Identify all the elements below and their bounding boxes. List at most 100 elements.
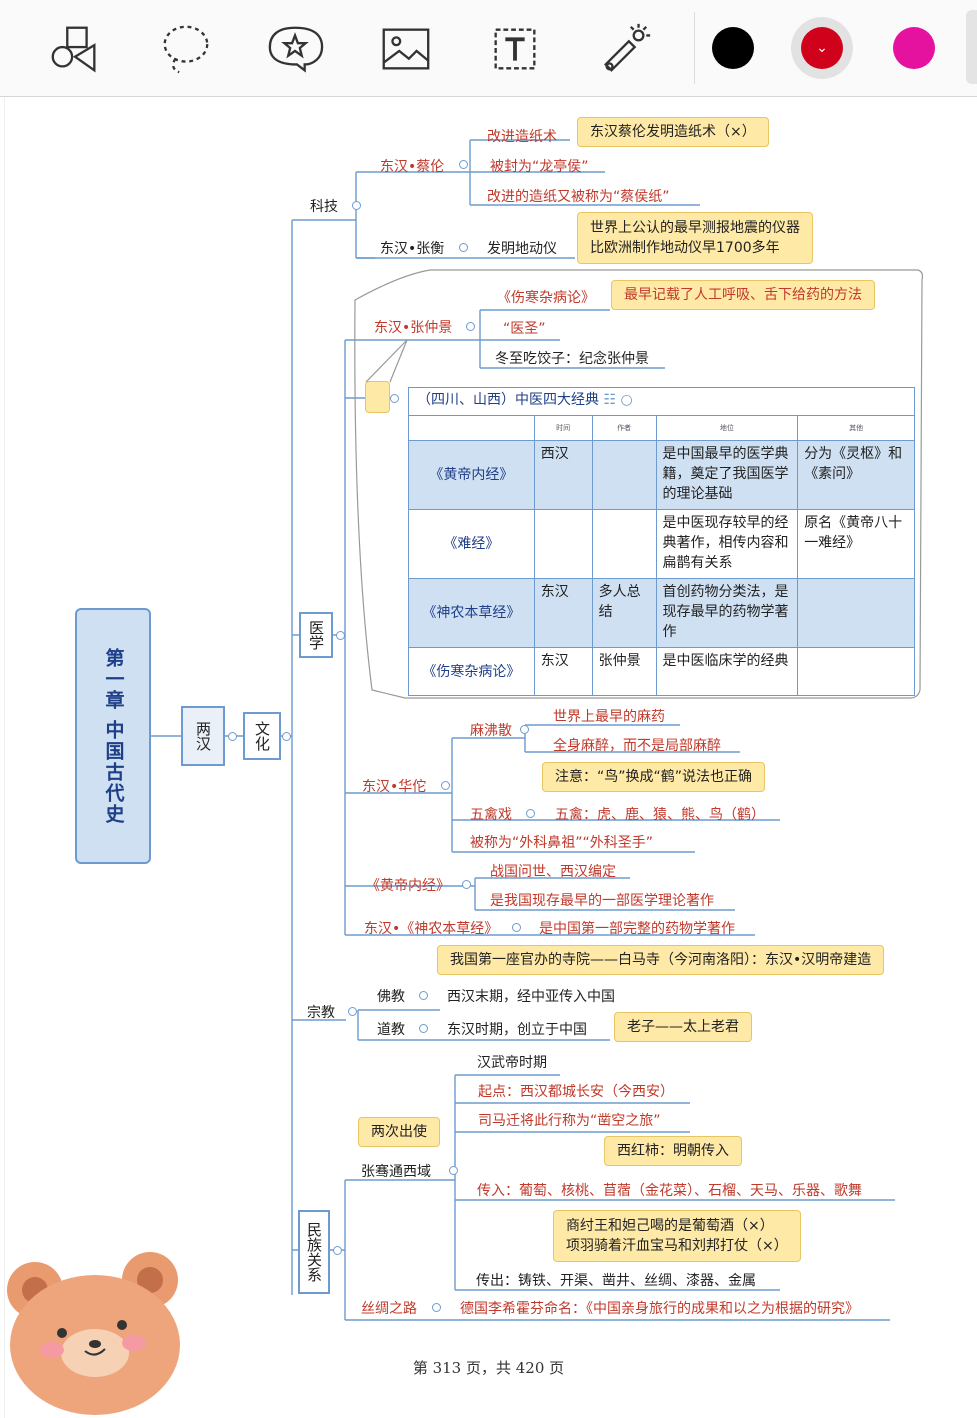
th-time: 时间 bbox=[533, 415, 593, 441]
color-black-swatch[interactable] bbox=[712, 27, 754, 69]
collapse-icon[interactable] bbox=[449, 1166, 458, 1175]
table-row: 《神农本草经》东汉多人总结首创药物分类法，是现存最早的药物学著作 bbox=[408, 578, 915, 648]
chevron-down-icon[interactable]: ⌄ bbox=[801, 27, 843, 69]
table-row: 《黄帝内经》西汉是中国最早的医学典籍，奠定了我国医学的理论基础分为《灵枢》和《素… bbox=[408, 440, 915, 510]
table-header-row: 时间 作者 地位 其他 bbox=[408, 415, 915, 441]
huangdi-node[interactable]: 《黄帝内经》 bbox=[366, 878, 450, 894]
snbc-item: 是中国第一部完整的药物学著作 bbox=[539, 921, 735, 937]
th-status: 地位 bbox=[655, 415, 799, 441]
cell: 是中医临床学的经典 bbox=[655, 647, 799, 696]
collapse-icon[interactable] bbox=[336, 631, 345, 640]
collapse-icon[interactable] bbox=[520, 725, 529, 734]
buddhism-node[interactable]: 佛教 bbox=[377, 989, 405, 1005]
zzj-item-1: 《伤寒杂病论》 bbox=[497, 290, 595, 306]
wine-note: 商纣王和妲己喝的是葡萄酒（×） 项羽骑着汗血宝马和刘邦打仗（×） bbox=[553, 1210, 801, 1262]
cell: 《神农本草经》 bbox=[408, 578, 535, 648]
cell: 首创药物分类法，是现存最早的药物学著作 bbox=[655, 578, 799, 648]
huatuo-node[interactable]: 东汉•华佗 bbox=[362, 779, 427, 795]
zhangzhongjing-node[interactable]: 东汉•张仲景 bbox=[374, 320, 453, 336]
ethnic-node[interactable]: 民族关系 bbox=[298, 1210, 330, 1294]
cell: 多人总结 bbox=[591, 578, 657, 648]
medicine-node[interactable]: 医学 bbox=[299, 612, 333, 658]
color-magenta-swatch[interactable] bbox=[893, 27, 935, 69]
collapse-icon[interactable] bbox=[419, 1024, 428, 1033]
crane-note: 注意：“鸟”换成“鹤”说法也正确 bbox=[542, 762, 766, 792]
teddy-bear-sticker-icon bbox=[7, 1252, 180, 1415]
culture-text: 文化 bbox=[253, 721, 271, 751]
cell: 《伤寒杂病论》 bbox=[408, 647, 535, 696]
zzj-note: 最早记载了人工呼吸、舌下给药的方法 bbox=[611, 280, 875, 310]
religion-label[interactable]: 宗教 bbox=[307, 1005, 335, 1021]
zhangheng-node[interactable]: 东汉•张衡 bbox=[380, 241, 445, 257]
th-author: 作者 bbox=[591, 415, 657, 441]
cailun-node[interactable]: 东汉•蔡伦 bbox=[380, 159, 445, 175]
cailun-item-1: 改进造纸术 bbox=[487, 129, 557, 145]
lasso-icon[interactable] bbox=[154, 18, 216, 80]
cell: 张仲景 bbox=[591, 647, 657, 696]
zzj-item-2: “医圣” bbox=[503, 321, 546, 337]
table-icon[interactable]: ☷ bbox=[603, 392, 617, 408]
callout-tag bbox=[365, 381, 390, 413]
zq-item-3: 传入：葡萄、核桃、苜蓿（金花菜）、石榴、天马、乐器、歌舞 bbox=[477, 1183, 862, 1199]
wine-note-1: 商纣王和妲己喝的是葡萄酒（×） bbox=[566, 1218, 774, 1234]
collapse-icon[interactable] bbox=[348, 1007, 357, 1016]
silkroad-node[interactable]: 丝绸之路 bbox=[361, 1301, 417, 1317]
sticker-icon[interactable] bbox=[264, 18, 326, 80]
buddhism-item: 西汉末期，经中亚传入中国 bbox=[447, 989, 615, 1005]
culture-node[interactable]: 文化 bbox=[243, 712, 281, 760]
shapes-icon[interactable] bbox=[44, 18, 106, 80]
collapse-icon[interactable] bbox=[526, 809, 535, 818]
collapse-icon[interactable] bbox=[419, 991, 428, 1000]
collapse-icon[interactable] bbox=[390, 394, 399, 403]
table-title: （四川、山西）中医四大经典 ☷ ○ bbox=[408, 387, 915, 415]
baimasi-note: 我国第一座官办的寺院——白马寺（今河南洛阳）：东汉•汉明帝建造 bbox=[437, 945, 885, 975]
wine-note-2: 项羽骑着汗血宝马和刘邦打仗（×） bbox=[566, 1238, 788, 1254]
textbox-icon[interactable] bbox=[484, 18, 546, 80]
zq-item-1: 起点：西汉都城长安（今西安） bbox=[478, 1084, 674, 1100]
wuqinxi-node[interactable]: 五禽戏 bbox=[470, 807, 512, 823]
sci-label[interactable]: 科技 bbox=[310, 199, 338, 215]
collapse-icon[interactable]: ○ bbox=[620, 392, 633, 408]
zhangheng-item: 发明地动仪 bbox=[487, 241, 557, 257]
document-page bbox=[4, 98, 977, 1418]
zq-item-2: 司马迁将此行称为“凿空之旅” bbox=[478, 1113, 661, 1129]
collapse-icon[interactable] bbox=[512, 923, 521, 932]
chapter-title: 第一章 中国古代史 bbox=[75, 608, 151, 864]
mafeisan-node[interactable]: 麻沸散 bbox=[470, 723, 512, 739]
cell: 分为《灵枢》和《素问》 bbox=[797, 440, 915, 510]
era-text: 两汉 bbox=[194, 721, 212, 751]
cell bbox=[797, 647, 915, 696]
collapse-icon[interactable] bbox=[466, 322, 475, 331]
classics-table: 时间 作者 地位 其他 《黄帝内经》西汉是中国最早的医学典籍，奠定了我国医学的理… bbox=[408, 415, 915, 696]
collapse-icon[interactable] bbox=[333, 1246, 342, 1255]
zq-item-0: 汉武帝时期 bbox=[477, 1055, 547, 1071]
silkroad-item: 德国李希霍芬命名：《中国亲身旅行的成果和以之为根据的研究》 bbox=[460, 1301, 859, 1317]
laozi-note: 老子——太上老君 bbox=[614, 1012, 752, 1042]
zhangqian-node[interactable]: 张骞通西域 bbox=[361, 1164, 431, 1180]
table-row: 《伤寒杂病论》东汉张仲景是中医临床学的经典 bbox=[408, 647, 915, 696]
collapse-icon[interactable] bbox=[228, 732, 237, 741]
taoism-node[interactable]: 道教 bbox=[377, 1022, 405, 1038]
cell: 原名《黄帝八十一难经》 bbox=[797, 509, 915, 579]
laser-pointer-icon[interactable] bbox=[594, 18, 656, 80]
image-icon[interactable] bbox=[374, 18, 436, 80]
collapse-icon[interactable] bbox=[282, 732, 291, 741]
table-title-text: （四川、山西）中医四大经典 bbox=[417, 392, 599, 408]
mfs-item-1: 世界上最早的麻药 bbox=[553, 709, 665, 725]
medicine-text: 医学 bbox=[307, 620, 325, 650]
collapse-icon[interactable] bbox=[462, 880, 471, 889]
cell bbox=[797, 578, 915, 648]
collapse-icon[interactable] bbox=[432, 1303, 441, 1312]
cell: 《难经》 bbox=[408, 509, 535, 579]
cell: 西汉 bbox=[533, 440, 593, 510]
era-node[interactable]: 两汉 bbox=[181, 706, 225, 766]
two-missions-note: 两次出使 bbox=[358, 1117, 440, 1147]
cell bbox=[591, 440, 657, 510]
collapse-icon[interactable] bbox=[352, 201, 361, 210]
panel-edge-handle[interactable] bbox=[966, 10, 977, 84]
collapse-icon[interactable] bbox=[441, 781, 450, 790]
collapse-icon[interactable] bbox=[459, 243, 468, 252]
collapse-icon[interactable] bbox=[459, 160, 468, 169]
shennong-node[interactable]: 东汉•《神农本草经》 bbox=[364, 921, 499, 937]
